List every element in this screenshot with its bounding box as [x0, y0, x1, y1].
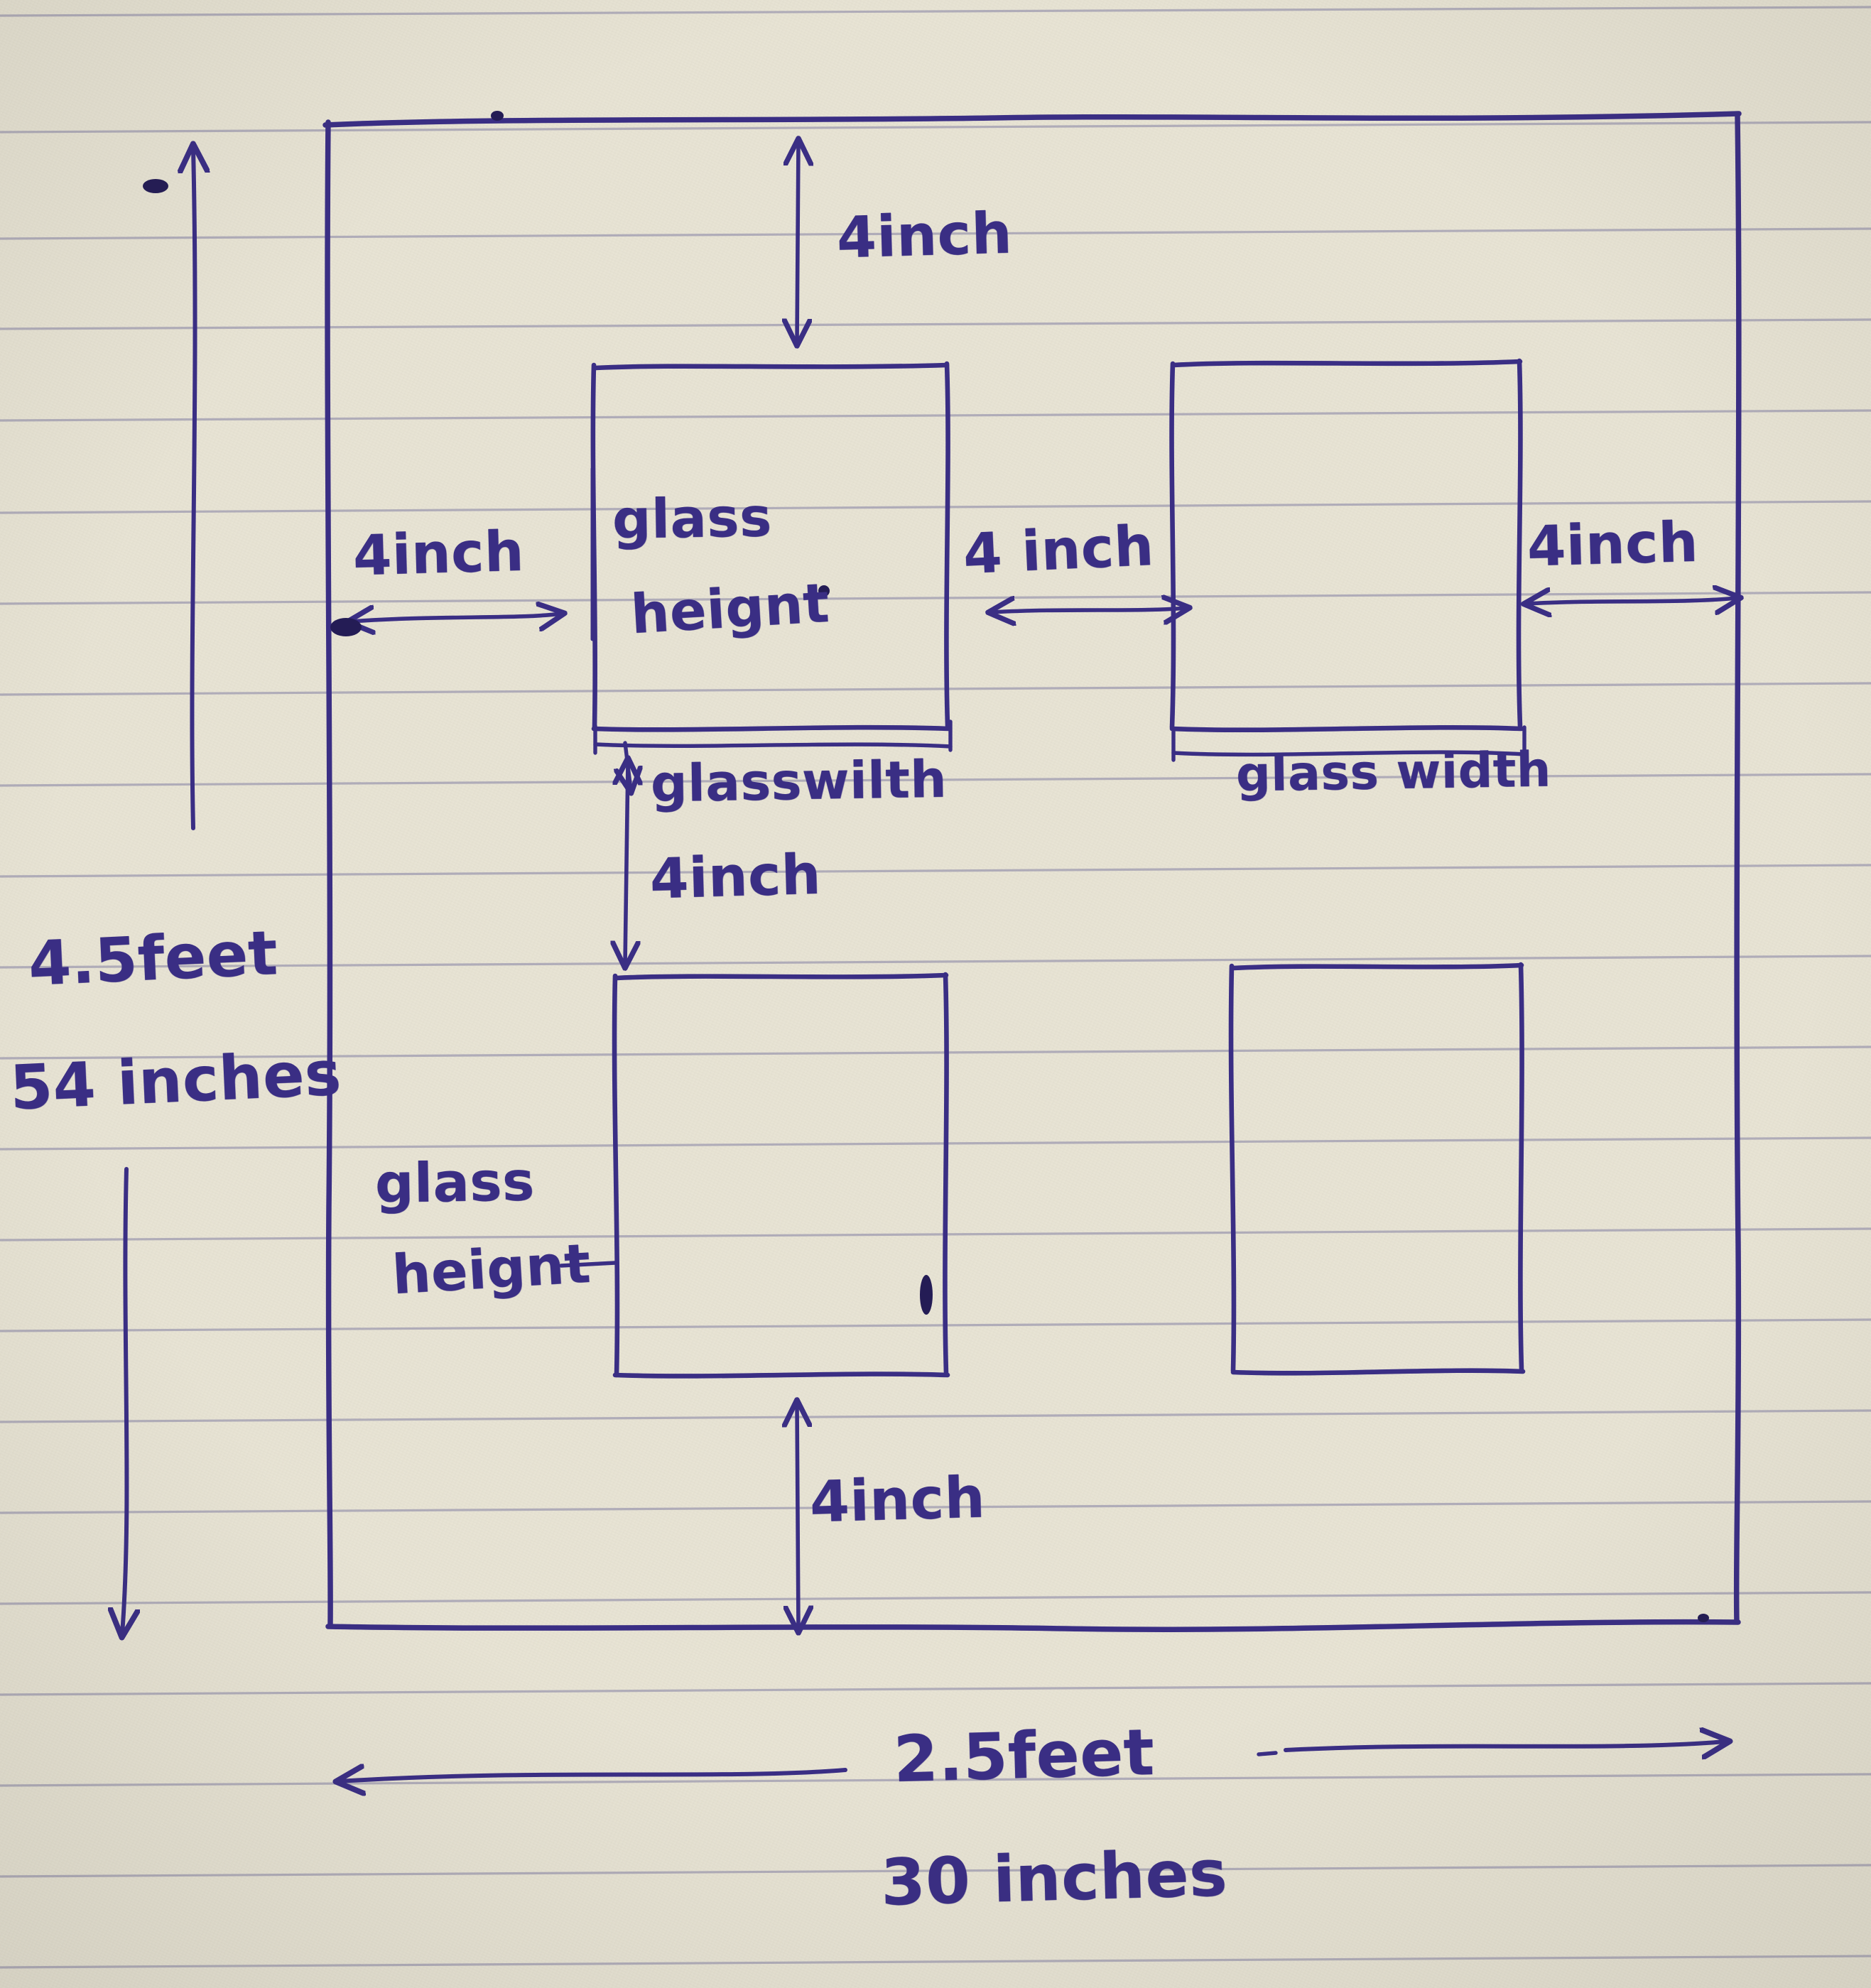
- overall-height-arrow-upper: [192, 148, 195, 830]
- label-glass-height-top-line2: heignt: [629, 570, 831, 646]
- glass-pane-top-right: [1169, 358, 1524, 733]
- label-glass-width-left: glasswilth: [650, 749, 948, 814]
- label-overall-width-feet: 2.5feet: [892, 1715, 1156, 1798]
- glass-pane-bottom-left: [612, 972, 950, 1379]
- label-glass-height-bottom-line1: glass: [374, 1149, 536, 1215]
- right-margin-dimension-arrow: [1527, 598, 1737, 604]
- label-overall-width-inches: 30 inches: [879, 1836, 1229, 1921]
- label-right-margin: 4inch: [1526, 510, 1700, 580]
- label-bottom-margin: 4inch: [808, 1464, 987, 1536]
- label-glass-width-right: glass width: [1235, 742, 1552, 803]
- glass-width-right-bracket: [1171, 725, 1526, 762]
- label-overall-height-inches: 54 inches: [8, 1038, 343, 1124]
- bottom-margin-dimension-arrow: [797, 1403, 798, 1629]
- ink-blob-left-arrow: [330, 618, 362, 636]
- glass-pane-bottom-right: [1228, 962, 1526, 1376]
- center-mullion-dimension-arrow: [992, 608, 1186, 612]
- overall-height-arrow-lower: [122, 1167, 126, 1634]
- overall-width-dimension-arrow: [340, 1742, 1726, 1781]
- label-top-margin: 4inch: [835, 200, 1014, 271]
- label-glass-height-top-line1: glass: [612, 485, 773, 551]
- label-glass-height-bottom-line2: heignt: [390, 1231, 592, 1307]
- overall-width-dash: [1257, 1751, 1278, 1756]
- label-overall-height-feet: 4.5feet: [26, 918, 280, 1000]
- label-mid-rail: 4inch: [649, 842, 823, 912]
- top-margin-dimension-arrow: [797, 142, 798, 342]
- mid-rail-dimension-arrow: [625, 761, 628, 965]
- glass-height-bottom-leader: [559, 1261, 617, 1268]
- stray-ink-marks: [143, 111, 1709, 1622]
- left-margin-dimension-arrow: [351, 614, 561, 621]
- label-center-mullion: 4 inch: [962, 514, 1156, 587]
- glass-width-left-bracket: [593, 719, 953, 790]
- label-left-margin: 4inch: [352, 519, 526, 589]
- window-frame-outline: [322, 111, 1742, 1632]
